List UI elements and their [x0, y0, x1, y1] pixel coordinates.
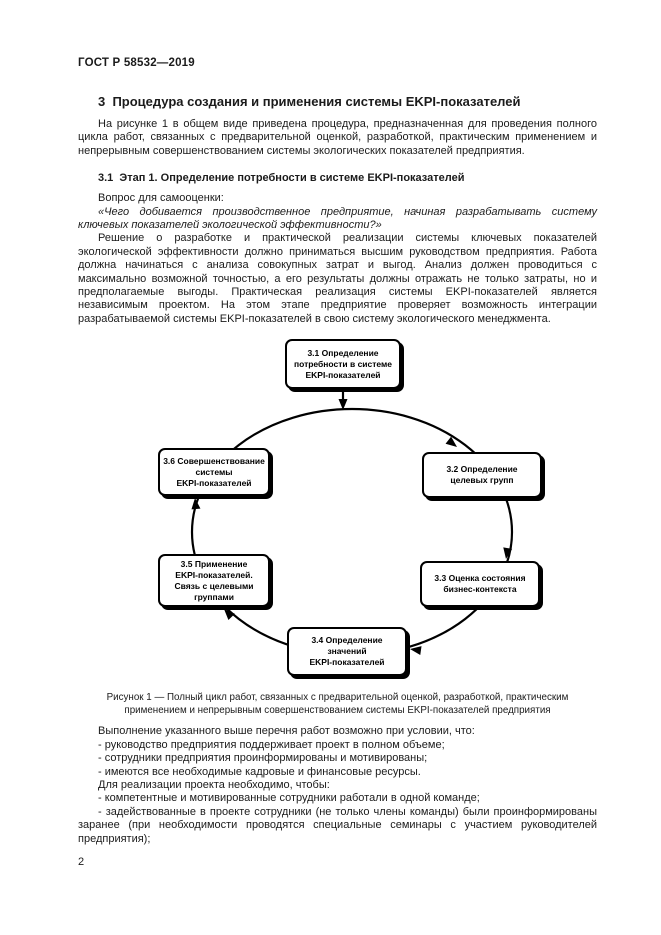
- process-box-3-3: 3.3 Оценка состояния бизнес-контекста: [420, 561, 540, 608]
- arrowhead-to-3-6: [191, 498, 201, 510]
- intro-paragraph: На рисунке 1 в общем виде приведена проц…: [78, 118, 597, 157]
- arrowhead-to-3-4: [410, 646, 422, 656]
- process-box-3-6: 3.6 Совершенствование системы EKPI-показ…: [158, 448, 270, 497]
- arrowhead-to-3-5: [224, 609, 235, 621]
- figure-caption: Рисунок 1 — Полный цикл работ, связанных…: [106, 692, 569, 716]
- conditions-lead2: Для реализации проекта необходимо, чтобы…: [98, 778, 330, 791]
- cycle-ellipse: [190, 408, 514, 657]
- subsection-body: Решение о разработке и практической реал…: [78, 232, 597, 325]
- self-check-quote: «Чего добивается производственное предпр…: [78, 205, 597, 232]
- figure-1-diagram: 3.1 Определение потребности в системе EK…: [140, 334, 560, 682]
- document-code: ГОСТ Р 58532—2019: [78, 57, 195, 69]
- self-check-label: Вопрос для самооценки:: [98, 192, 224, 205]
- process-box-3-4: 3.4 Определение значений EKPI-показателе…: [287, 627, 407, 677]
- conditions-lead: Выполнение указанного выше перечня работ…: [98, 725, 475, 738]
- arrowhead-to-3-3: [503, 547, 513, 560]
- subsection-title: 3.1 Этап 1. Определение потребности в си…: [98, 172, 465, 185]
- arrowhead-into-cycle: [338, 399, 348, 411]
- condition-item: - сотрудники предприятия проинформирован…: [98, 752, 428, 765]
- condition-item: - имеются все необходимые кадровые и фин…: [98, 765, 421, 778]
- condition-item: - компетентные и мотивированные сотрудни…: [98, 792, 480, 805]
- condition-item: - задействованные в проекте сотрудники (…: [78, 805, 597, 845]
- process-box-3-1: 3.1 Определение потребности в системе EK…: [285, 339, 401, 390]
- page-number: 2: [78, 855, 85, 868]
- process-box-3-2: 3.2 Определение целевых групп: [422, 452, 542, 499]
- process-box-3-5: 3.5 Применение EKPI-показателей. Связь с…: [158, 554, 270, 608]
- condition-item: - руководство предприятия поддерживает п…: [98, 738, 445, 751]
- section-title: 3 Процедура создания и применения систем…: [98, 94, 521, 109]
- arrowhead-to-3-2: [445, 436, 457, 448]
